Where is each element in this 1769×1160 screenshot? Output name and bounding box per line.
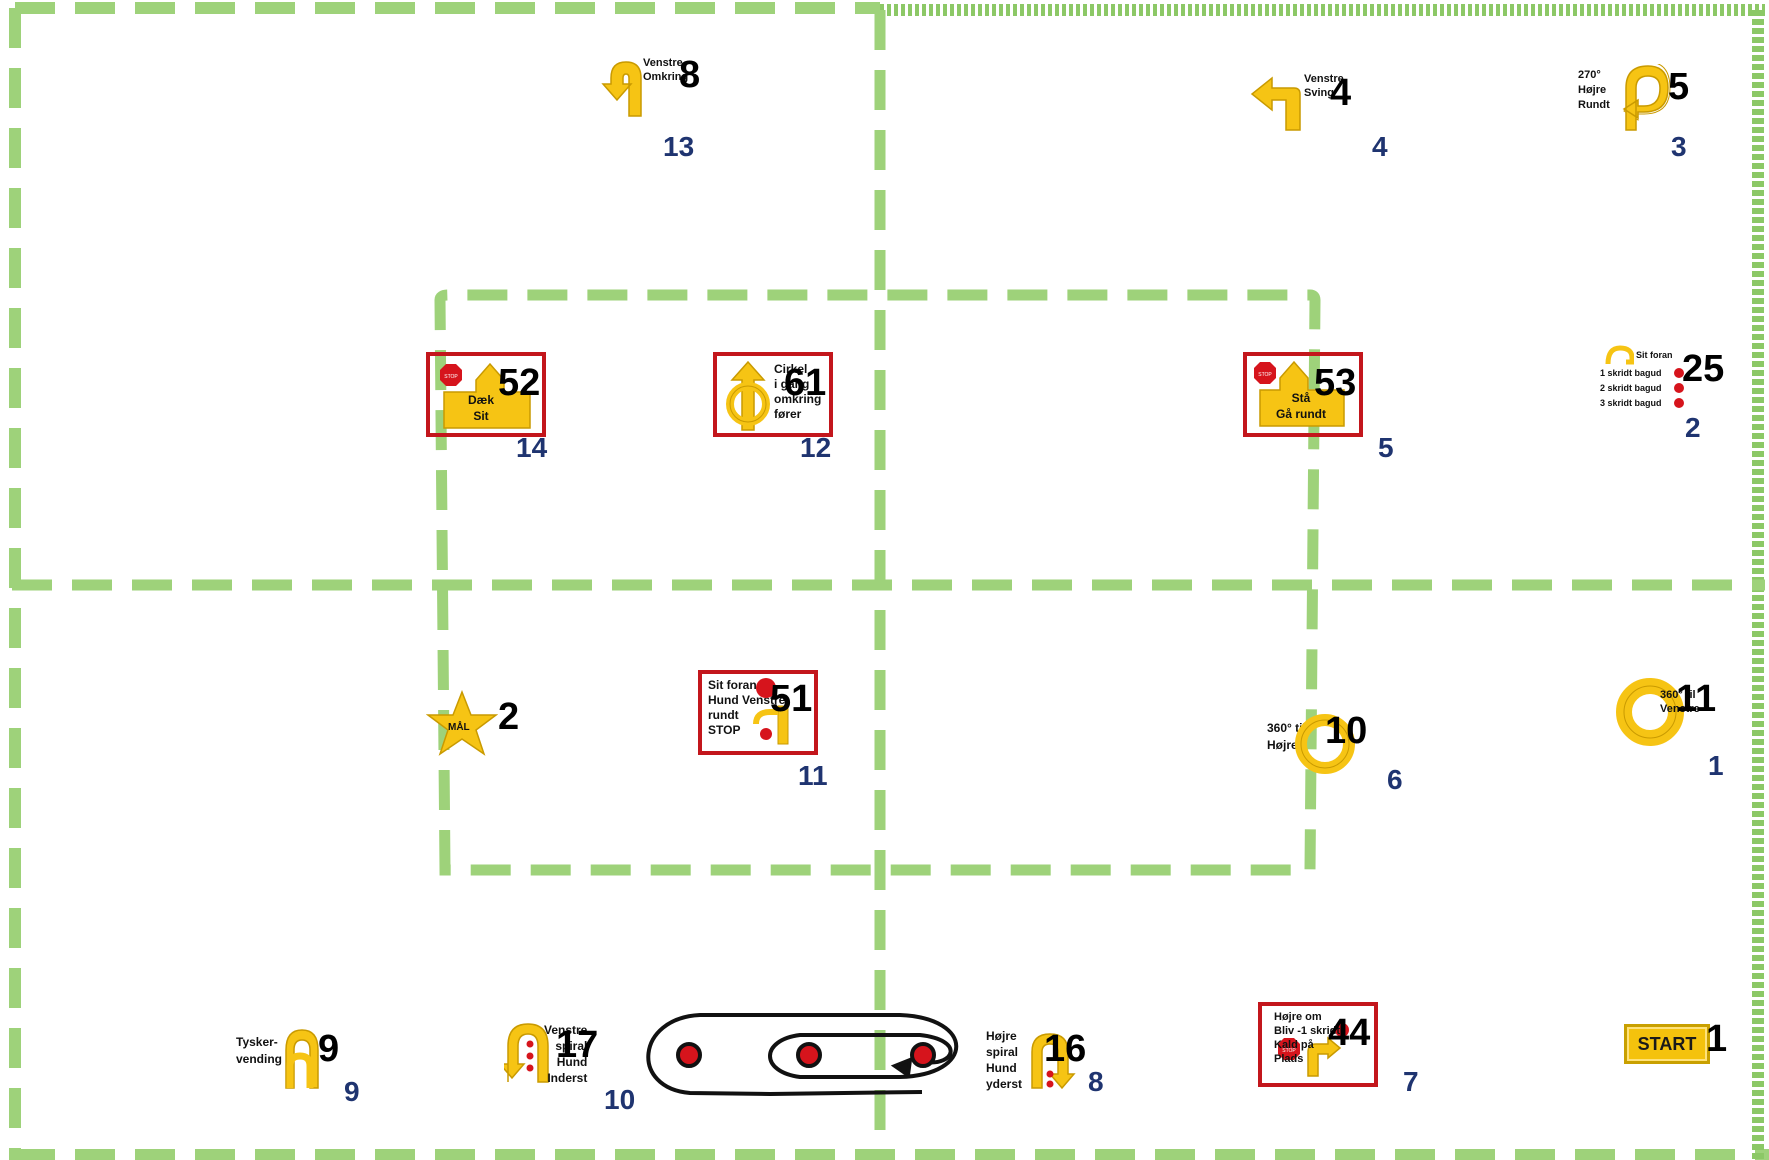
sign-9-number: 9 bbox=[318, 1028, 340, 1070]
order-number-11: 11 bbox=[798, 760, 828, 791]
360-left-arrow-icon bbox=[1616, 678, 1684, 746]
order-number-13: 13 bbox=[663, 131, 695, 162]
spiral-cone-dots bbox=[676, 1042, 936, 1068]
svg-text:STOP: STOP bbox=[1282, 1048, 1296, 1054]
sign-8-number: 8 bbox=[679, 54, 701, 96]
stop-sign-icon: STOP bbox=[440, 362, 531, 429]
svg-text:STOP: STOP bbox=[444, 374, 458, 380]
order-number-1: 1 bbox=[1708, 750, 1724, 781]
sign-52: STOP Dæk Sit 52 bbox=[418, 360, 548, 440]
field-center-lines bbox=[12, 10, 1765, 1160]
sign-61: Cirkel i gang omkring fører 61 bbox=[718, 358, 838, 438]
left-turn-arrow-icon bbox=[1250, 76, 1301, 131]
start-label: START bbox=[1637, 1033, 1697, 1054]
sign-1: START 1 bbox=[1624, 1018, 1734, 1078]
sign-8-text: Venstre Omkring bbox=[643, 57, 689, 83]
sign-10: 360° til Højre 10 bbox=[1265, 708, 1385, 778]
sign-53-number: 53 bbox=[1314, 362, 1357, 404]
270-right-arrow-icon bbox=[1622, 64, 1671, 131]
sign-9: Tysker- vending 9 bbox=[236, 1020, 356, 1090]
order-number-10: 10 bbox=[604, 1084, 636, 1115]
sign-4-number: 4 bbox=[1330, 72, 1352, 114]
spiral-path bbox=[646, 1013, 959, 1097]
sign-2-text: MÅL bbox=[448, 722, 470, 733]
sign-53-text: Stå Gå rundt bbox=[1276, 391, 1326, 421]
spiral-right-icon bbox=[1031, 1033, 1076, 1090]
order-number-8: 8 bbox=[1088, 1066, 1104, 1097]
field-right-border bbox=[880, 4, 1765, 1160]
sign-11-number: 11 bbox=[1676, 678, 1717, 720]
sign-52-text: Dæk Sit bbox=[468, 393, 495, 423]
sign-16-text: Højre spiral Hund yderst bbox=[986, 1029, 1023, 1091]
sign-51-text: Sit foran Hund Venstre rundt STOP bbox=[708, 678, 786, 737]
order-number-14: 14 bbox=[516, 432, 548, 463]
sign-11: 360° til Venstre 11 bbox=[1614, 676, 1724, 748]
spiral-left-icon bbox=[504, 1023, 549, 1083]
sign-25-line-1: 1 skridt bagud bbox=[1600, 368, 1662, 378]
sign-2-number: 2 bbox=[498, 696, 520, 738]
star-icon bbox=[426, 690, 498, 756]
sign-51-frame bbox=[698, 670, 818, 755]
sign-61-text: Cirkel i gang omkring fører bbox=[774, 362, 822, 421]
sign-9-text: Tysker- vending bbox=[236, 1035, 283, 1066]
sign-5: 270° Højre Rundt 5 bbox=[1578, 64, 1690, 134]
svg-text:STOP: STOP bbox=[1258, 372, 1272, 378]
sign-8: Venstre Omkring 8 bbox=[595, 50, 715, 120]
sign-17-text: Venstre spiral Hund Inderst bbox=[544, 1023, 588, 1085]
sign-16: Højre spiral Hund yderst 16 bbox=[986, 1026, 1106, 1096]
sign-44-number: 44 bbox=[1328, 1012, 1371, 1054]
sign-25-line-2: 2 skridt bagud bbox=[1600, 383, 1662, 393]
sign-10-number: 10 bbox=[1325, 710, 1368, 752]
order-number-9: 9 bbox=[344, 1076, 360, 1107]
field-inner-rectangle bbox=[434, 289, 1321, 876]
sign-53: STOP Stå Gå rundt 53 bbox=[1246, 358, 1366, 438]
stop-markers-icon bbox=[1674, 368, 1684, 408]
sign-51: Sit foran Hund Venstre rundt STOP 51 bbox=[708, 676, 828, 756]
order-number-2: 2 bbox=[1685, 412, 1701, 443]
sign-25: Sit foran 1 skridt bagud 2 skridt bagud … bbox=[1600, 344, 1724, 414]
sign-53-frame bbox=[1243, 352, 1363, 437]
sign-1-number: 1 bbox=[1706, 1018, 1728, 1060]
stop-sign-icon: STOP bbox=[1254, 360, 1345, 427]
order-number-7: 7 bbox=[1403, 1066, 1419, 1097]
sign-2: MÅL 2 bbox=[426, 690, 536, 760]
sign-44: STOP Højre om Bliv -1 skridt Kald på Pla… bbox=[1266, 1008, 1386, 1088]
sign-44-frame bbox=[1258, 1002, 1378, 1087]
sign-16-number: 16 bbox=[1044, 1028, 1087, 1070]
sign-5-text: 270° Højre Rundt bbox=[1578, 69, 1610, 111]
360-right-arrow-icon bbox=[1295, 714, 1355, 774]
stop-sign-icon bbox=[753, 678, 789, 745]
sign-61-number: 61 bbox=[784, 362, 827, 404]
stop-sign-icon: STOP bbox=[1278, 1023, 1349, 1077]
order-number-3: 3 bbox=[1671, 131, 1687, 162]
sign-52-number: 52 bbox=[498, 362, 541, 404]
circle-arrows-icon bbox=[726, 360, 770, 431]
order-number-6: 6 bbox=[1387, 764, 1403, 795]
sign-25-top-text: Sit foran bbox=[1636, 350, 1673, 360]
sign-5-number: 5 bbox=[1668, 66, 1690, 108]
order-number-12: 12 bbox=[800, 432, 832, 463]
german-turn-arrow-icon bbox=[285, 1029, 319, 1089]
sign-52-frame bbox=[426, 352, 546, 437]
sign-4-text: Venstre Sving bbox=[1304, 73, 1344, 99]
u-turn-left-arrow-icon bbox=[601, 61, 642, 117]
sign-61-frame bbox=[713, 352, 833, 437]
sign-4: Venstre Sving 4 bbox=[1250, 66, 1370, 136]
sign-25-number: 25 bbox=[1682, 348, 1725, 390]
sign-25-line-3: 3 skridt bagud bbox=[1600, 398, 1662, 408]
sign-44-text: Højre om Bliv -1 skridt Kald på Plads bbox=[1274, 1011, 1341, 1065]
sign-11-text: 360° til Venstre bbox=[1660, 689, 1700, 715]
stop-dots-icon bbox=[1605, 345, 1634, 365]
sign-17-number: 17 bbox=[556, 1024, 599, 1066]
order-number-4: 4 bbox=[1372, 131, 1388, 162]
start-sign-icon: START bbox=[1624, 1024, 1710, 1064]
sign-51-number: 51 bbox=[770, 678, 813, 720]
sign-17: Venstre spiral Hund Inderst 17 bbox=[504, 1020, 624, 1090]
order-number-5: 5 bbox=[1378, 432, 1394, 463]
